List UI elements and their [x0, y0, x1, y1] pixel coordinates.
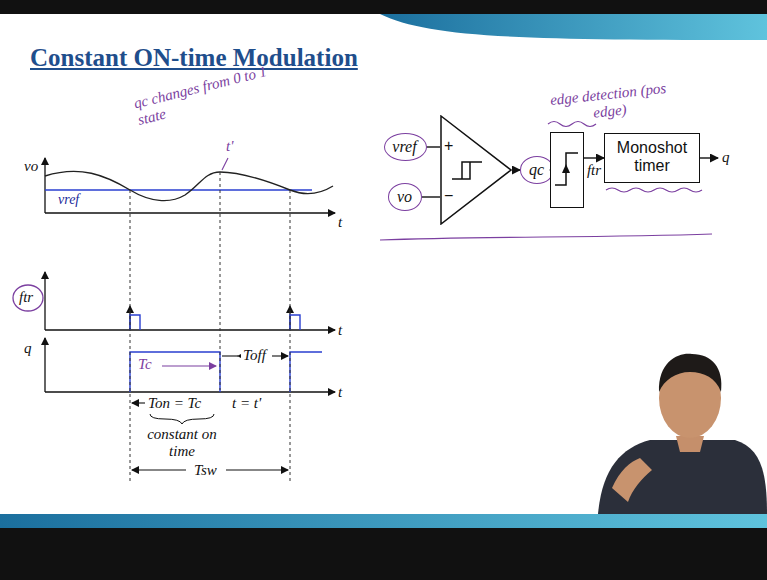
input-polarity: +: [444, 137, 453, 155]
edge-detector-block: edge detection (pos edge): [550, 132, 584, 208]
timer-block: Monoshot timer: [604, 133, 700, 183]
rising-edge-arrow: [562, 164, 570, 173]
annotation-squiggle: [606, 188, 702, 192]
dimension-arrow: [272, 355, 288, 356]
header-swoosh: [380, 14, 767, 40]
signal-circle: vref: [384, 133, 427, 161]
comparator-symbol: +−: [440, 115, 512, 225]
footer-band: [0, 514, 767, 528]
top-band: [0, 0, 767, 14]
slide-title: Constant ON-time Modulation: [30, 44, 358, 72]
signal-wire: [422, 196, 440, 197]
signal-circle: vo: [388, 183, 422, 211]
block-name: Monoshot timer: [611, 139, 693, 176]
signal-name: vo: [397, 188, 412, 206]
plot-label: t = t': [232, 395, 261, 412]
trigger-pulse: [130, 315, 140, 330]
plot-label: t: [338, 322, 342, 339]
handwritten-heading: edge detection (pos edge): [548, 80, 671, 125]
dimension-arrow: [132, 402, 145, 403]
signal-wire: [584, 157, 604, 158]
plot-label: vo: [24, 158, 38, 175]
plot-label: t: [338, 384, 342, 401]
comparator-triangle: [441, 116, 511, 224]
annotation-underline: [380, 234, 712, 240]
rising-edge-line: [555, 153, 578, 185]
vref-line: [45, 189, 312, 190]
signal-wire: [427, 146, 441, 147]
input-polarity: −: [444, 187, 453, 205]
presenter-figure: [598, 354, 767, 514]
plot-label: ftr: [19, 289, 33, 306]
underbrace: [150, 414, 214, 424]
bottom-band: [0, 528, 767, 580]
rising-edge-symbol: [551, 133, 582, 206]
dimension-arrow: [222, 355, 238, 356]
dimension-arrow: [132, 469, 186, 470]
annotation-squiggle: [548, 122, 596, 127]
plot-label: t: [338, 214, 342, 231]
plot-label: t': [226, 138, 233, 155]
annotation-circle: [13, 285, 43, 311]
annotation-arrow: [162, 365, 216, 366]
trigger-pulse: [290, 315, 300, 330]
wire-label: ftr: [587, 162, 601, 179]
annotation-leader: [222, 158, 228, 170]
q-plot: [45, 338, 335, 392]
plot-label: q: [24, 340, 32, 357]
plot-label: constant on time: [146, 426, 218, 461]
signal-name: vref: [392, 138, 416, 156]
plot-label: Ton = Tc: [148, 395, 201, 412]
vo-plot: [45, 158, 335, 213]
comparator-outline: [440, 115, 512, 225]
output-signal-name: q: [722, 149, 730, 166]
plot-label: Tc: [138, 356, 152, 373]
time-guides: [130, 172, 290, 482]
ftr-plot: [45, 272, 335, 330]
signal-wire: [512, 169, 520, 170]
output-wire: [700, 157, 718, 158]
plot-label: vref: [58, 192, 79, 208]
hysteresis-symbol: [452, 162, 482, 179]
plot-label: Toff: [241, 347, 268, 364]
signal-name: qc: [529, 161, 544, 179]
switch-signal: [130, 352, 322, 392]
plot-label: Tsw: [192, 462, 219, 479]
signal-circle: qc: [520, 156, 554, 184]
dimension-arrow: [226, 469, 288, 470]
